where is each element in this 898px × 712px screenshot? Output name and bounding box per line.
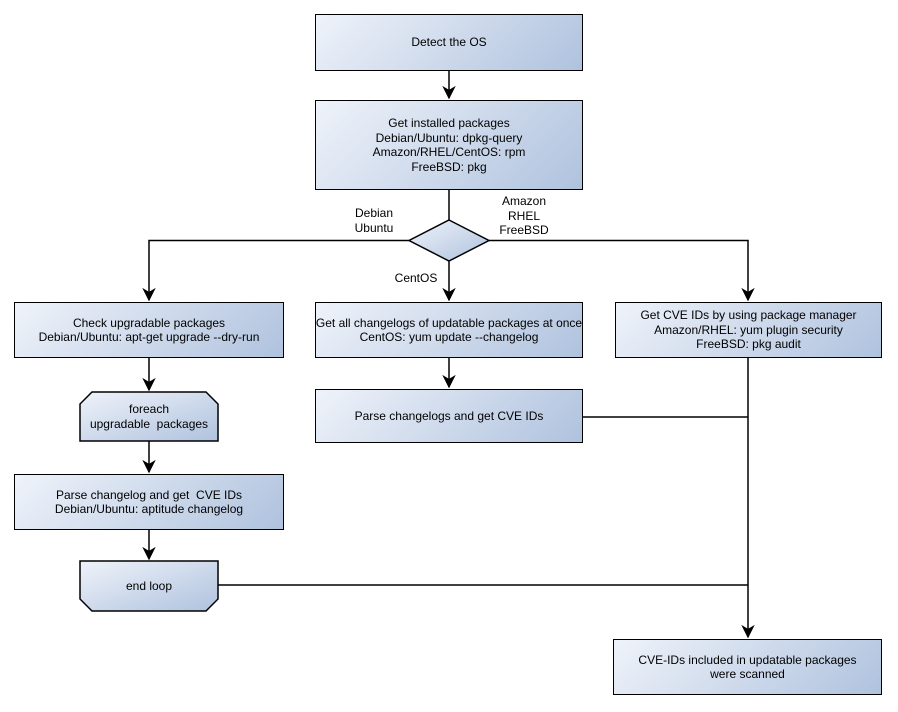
- end-loop-shape: [79, 560, 219, 612]
- edge-decision-to-right: [489, 239, 755, 302]
- node-get-all-changelogs: Get all changelogs of updatable packages…: [315, 302, 583, 358]
- node-parse-changelogs-mid: Parse changelogs and get CVE IDs: [315, 389, 583, 443]
- edge-decision-to-left: [142, 239, 409, 302]
- branch-label-centos: CentOS: [394, 271, 438, 285]
- node-parse-changelog-left: Parse changelog and get CVE IDs Debian/U…: [14, 474, 284, 530]
- foreach-loop-shape: [79, 391, 219, 442]
- node-get-cve-ids-right: Get CVE IDs by using package manager Ama…: [615, 302, 882, 358]
- node-cve-ids-scanned: CVE-IDs included in updatable packages w…: [613, 639, 882, 695]
- os-decision-diamond: [407, 219, 491, 262]
- branch-label-debian-ubuntu: Debian Ubuntu: [354, 206, 394, 235]
- branch-label-amazon-rhel-freebsd: Amazon RHEL FreeBSD: [499, 194, 549, 237]
- node-get-installed-packages: Get installed packages Debian/Ubuntu: dp…: [315, 100, 583, 190]
- node-check-upgradable-packages: Check upgradable packages Debian/Ubuntu:…: [14, 302, 284, 358]
- node-detect-os: Detect the OS: [315, 14, 583, 71]
